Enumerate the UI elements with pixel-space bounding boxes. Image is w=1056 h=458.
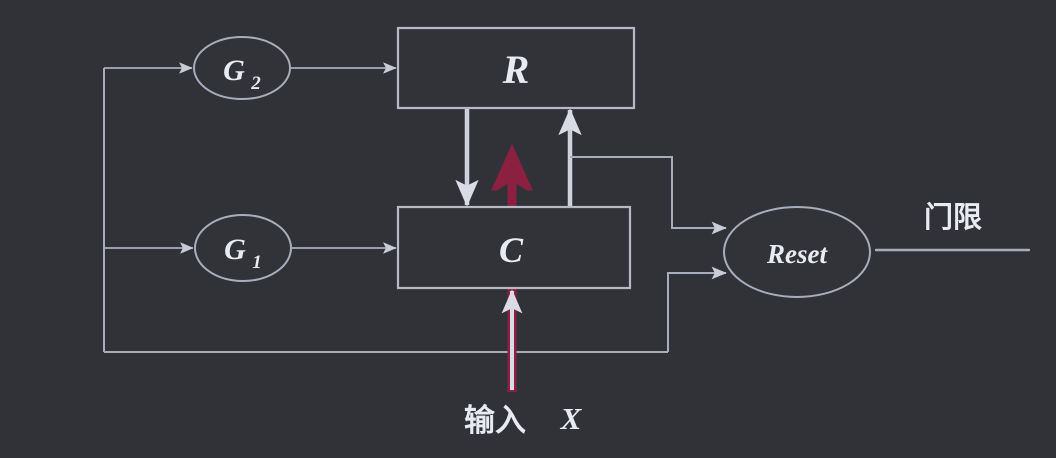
edge-bottom-bus-to-reset (667, 266, 727, 352)
threshold-label: 门限 (924, 200, 982, 234)
node-gain-2[interactable]: G 2 (193, 36, 291, 100)
node-gain-1[interactable]: G 1 (194, 214, 292, 282)
node-gain-2-subscript: 2 (250, 73, 261, 94)
input-variable-label: X (560, 401, 583, 436)
node-reset-label: Reset (766, 239, 828, 269)
node-gain-1-label: G (224, 233, 246, 266)
block-r[interactable]: R (396, 26, 636, 110)
edge-r-branch-to-reset (570, 156, 727, 235)
node-reset[interactable]: Reset (723, 206, 871, 298)
input-label: 输入 (464, 403, 526, 439)
block-c[interactable]: C (396, 205, 632, 290)
block-r-label: R (502, 47, 530, 92)
block-c-label: C (499, 230, 524, 270)
edge-feedback-bus (103, 68, 668, 353)
node-gain-1-subscript: 1 (252, 252, 262, 273)
node-gain-2-label: G (223, 54, 245, 87)
